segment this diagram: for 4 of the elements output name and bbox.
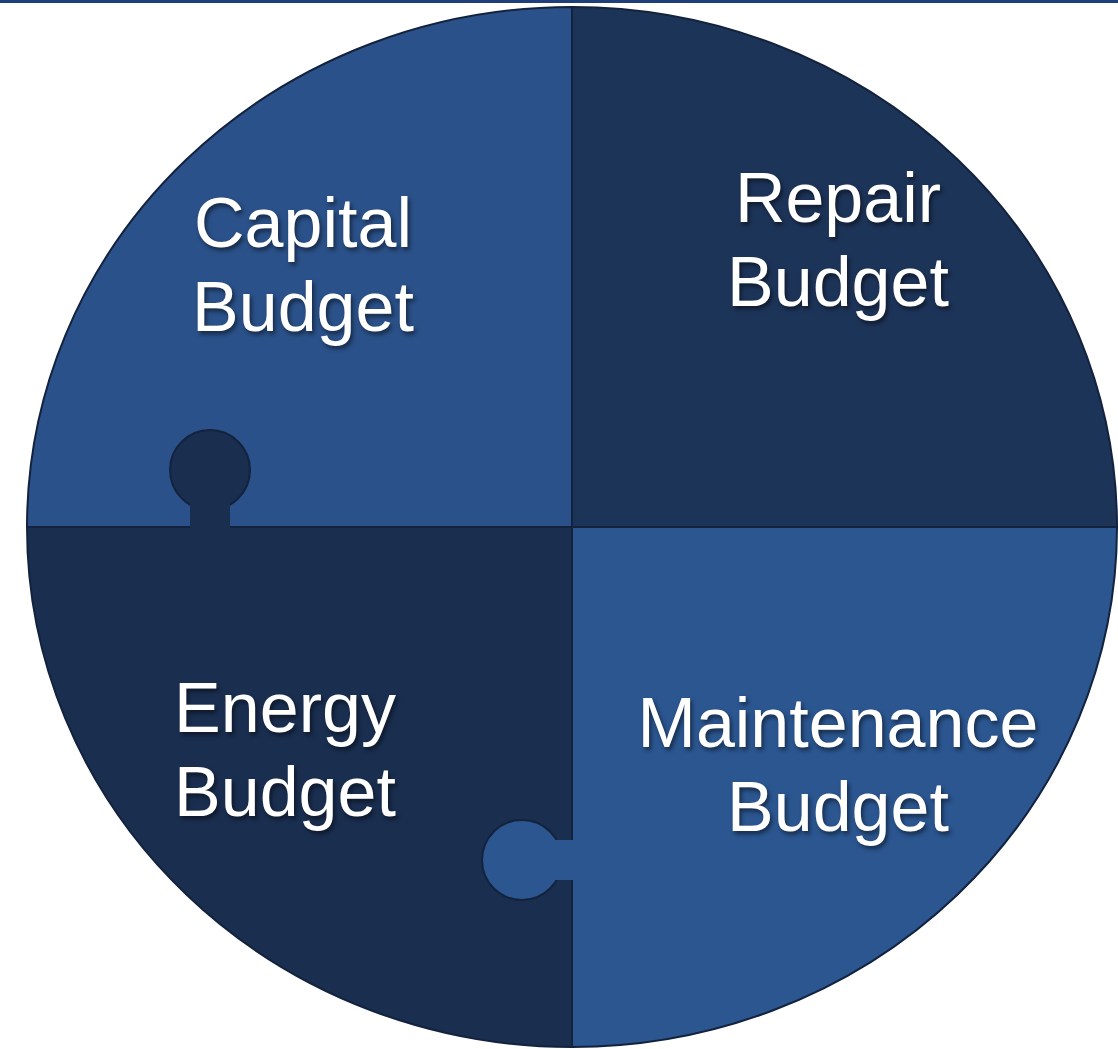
piece-label: Maintenance Budget	[636, 683, 1040, 848]
piece-label: Energy Budget	[173, 668, 397, 833]
piece-label: Capital Budget	[191, 183, 415, 348]
piece-label: Repair Budget	[726, 158, 950, 323]
